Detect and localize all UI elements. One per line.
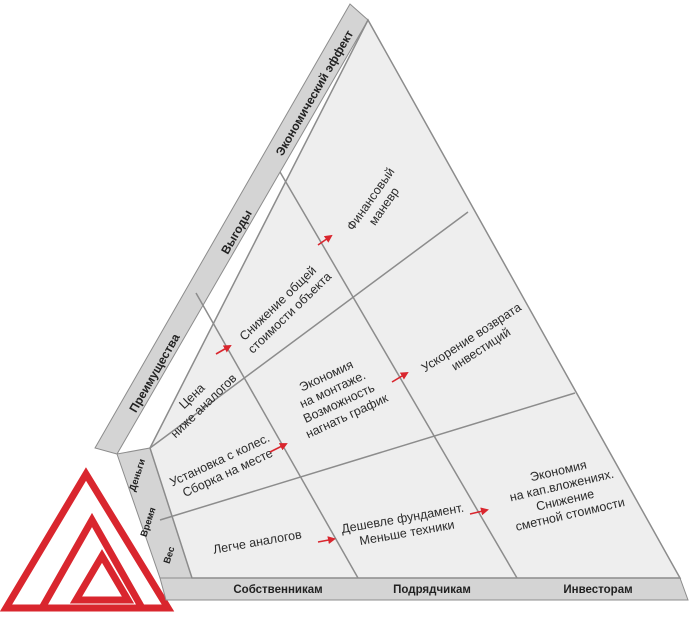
column-divider-2 (279, 171, 518, 579)
arrow-cost-to-maneuver (317, 234, 333, 246)
arrow-foundation-to-capital (469, 507, 489, 516)
column-header-owners: Собственникам (233, 584, 322, 596)
column-header-contractors: Подрядчикам (393, 584, 471, 596)
column-header-investors: Инвесторам (563, 584, 632, 596)
column-divider-1 (195, 292, 359, 579)
grid-area (149, 18, 682, 579)
row-label-weight: Вес (162, 545, 178, 565)
row-divider-1 (149, 211, 469, 449)
red-nested-triangles-logo-icon (0, 467, 175, 612)
arrow-mounting-to-return (391, 371, 409, 383)
row-divider-2 (159, 392, 576, 521)
arrow-install-to-mounting (269, 443, 288, 453)
arrow-lighter-to-foundation (317, 536, 336, 545)
arrow-price-to-cost (215, 345, 232, 355)
